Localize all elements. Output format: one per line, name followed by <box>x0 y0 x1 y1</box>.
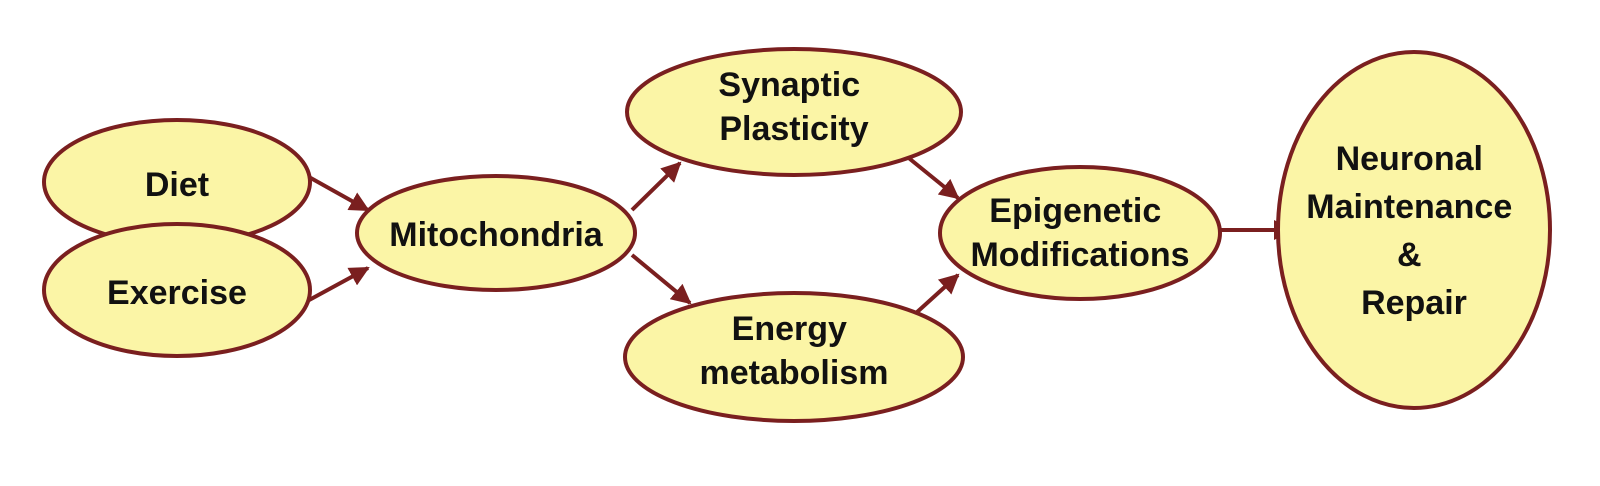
node-neuronal-label-line-1: Neuronal <box>1336 140 1483 178</box>
node-diet: Diet <box>42 118 312 246</box>
svg-text:Mitochondria: Mitochondria <box>389 216 604 254</box>
node-epigenetic-modifications: Epigenetic Modifications <box>938 165 1222 301</box>
node-energy-metabolism: Energy metabolism <box>623 291 965 423</box>
node-mitochondria: Mitochondria <box>355 174 637 292</box>
node-neuronal-maintenance-repair: Neuronal Maintenance & Repair <box>1276 50 1552 410</box>
node-mitochondria-label-line-1: Mitochondria <box>389 216 604 254</box>
node-epigenetic-label-line-1: Epigenetic <box>989 192 1161 230</box>
svg-text:Diet: Diet <box>145 166 209 204</box>
node-neuronal-label-line-4: Repair <box>1361 284 1467 322</box>
node-synaptic-plasticity: Synaptic Plasticity <box>625 47 963 177</box>
svg-text:Neuronal Maintenance: Neuronal Maintenance & Repair <box>1306 140 1521 322</box>
node-synaptic-label-line-1: Synaptic <box>718 66 860 104</box>
node-exercise: Exercise <box>42 222 312 358</box>
edge-mitochondria-to-energy <box>630 253 692 305</box>
edge-mitochondria-to-synaptic <box>630 161 682 212</box>
node-energy-label-line-2: metabolism <box>700 354 889 392</box>
node-neuronal-label-line-3: & <box>1397 236 1422 274</box>
node-neuronal-label-line-2: Maintenance <box>1306 188 1512 226</box>
edge-synaptic-to-epigenetic <box>903 153 960 200</box>
edge-exercise-to-mitochondria <box>299 266 370 307</box>
svg-text:Energy metabolism: Energy metabolism <box>700 310 889 392</box>
svg-text:Synaptic Plasticity: Synaptic Plasticity <box>718 66 869 148</box>
svg-text:Exercise: Exercise <box>107 274 247 312</box>
node-diet-label-line-1: Diet <box>145 166 209 204</box>
node-synaptic-label-line-2: Plasticity <box>719 110 868 148</box>
node-energy-label-line-1: Energy <box>732 310 847 348</box>
node-exercise-label-line-1: Exercise <box>107 274 247 312</box>
node-epigenetic-label-line-2: Modifications <box>970 236 1189 274</box>
svg-text:Epigenetic Modifications: Epigenetic Modifications <box>970 192 1189 274</box>
